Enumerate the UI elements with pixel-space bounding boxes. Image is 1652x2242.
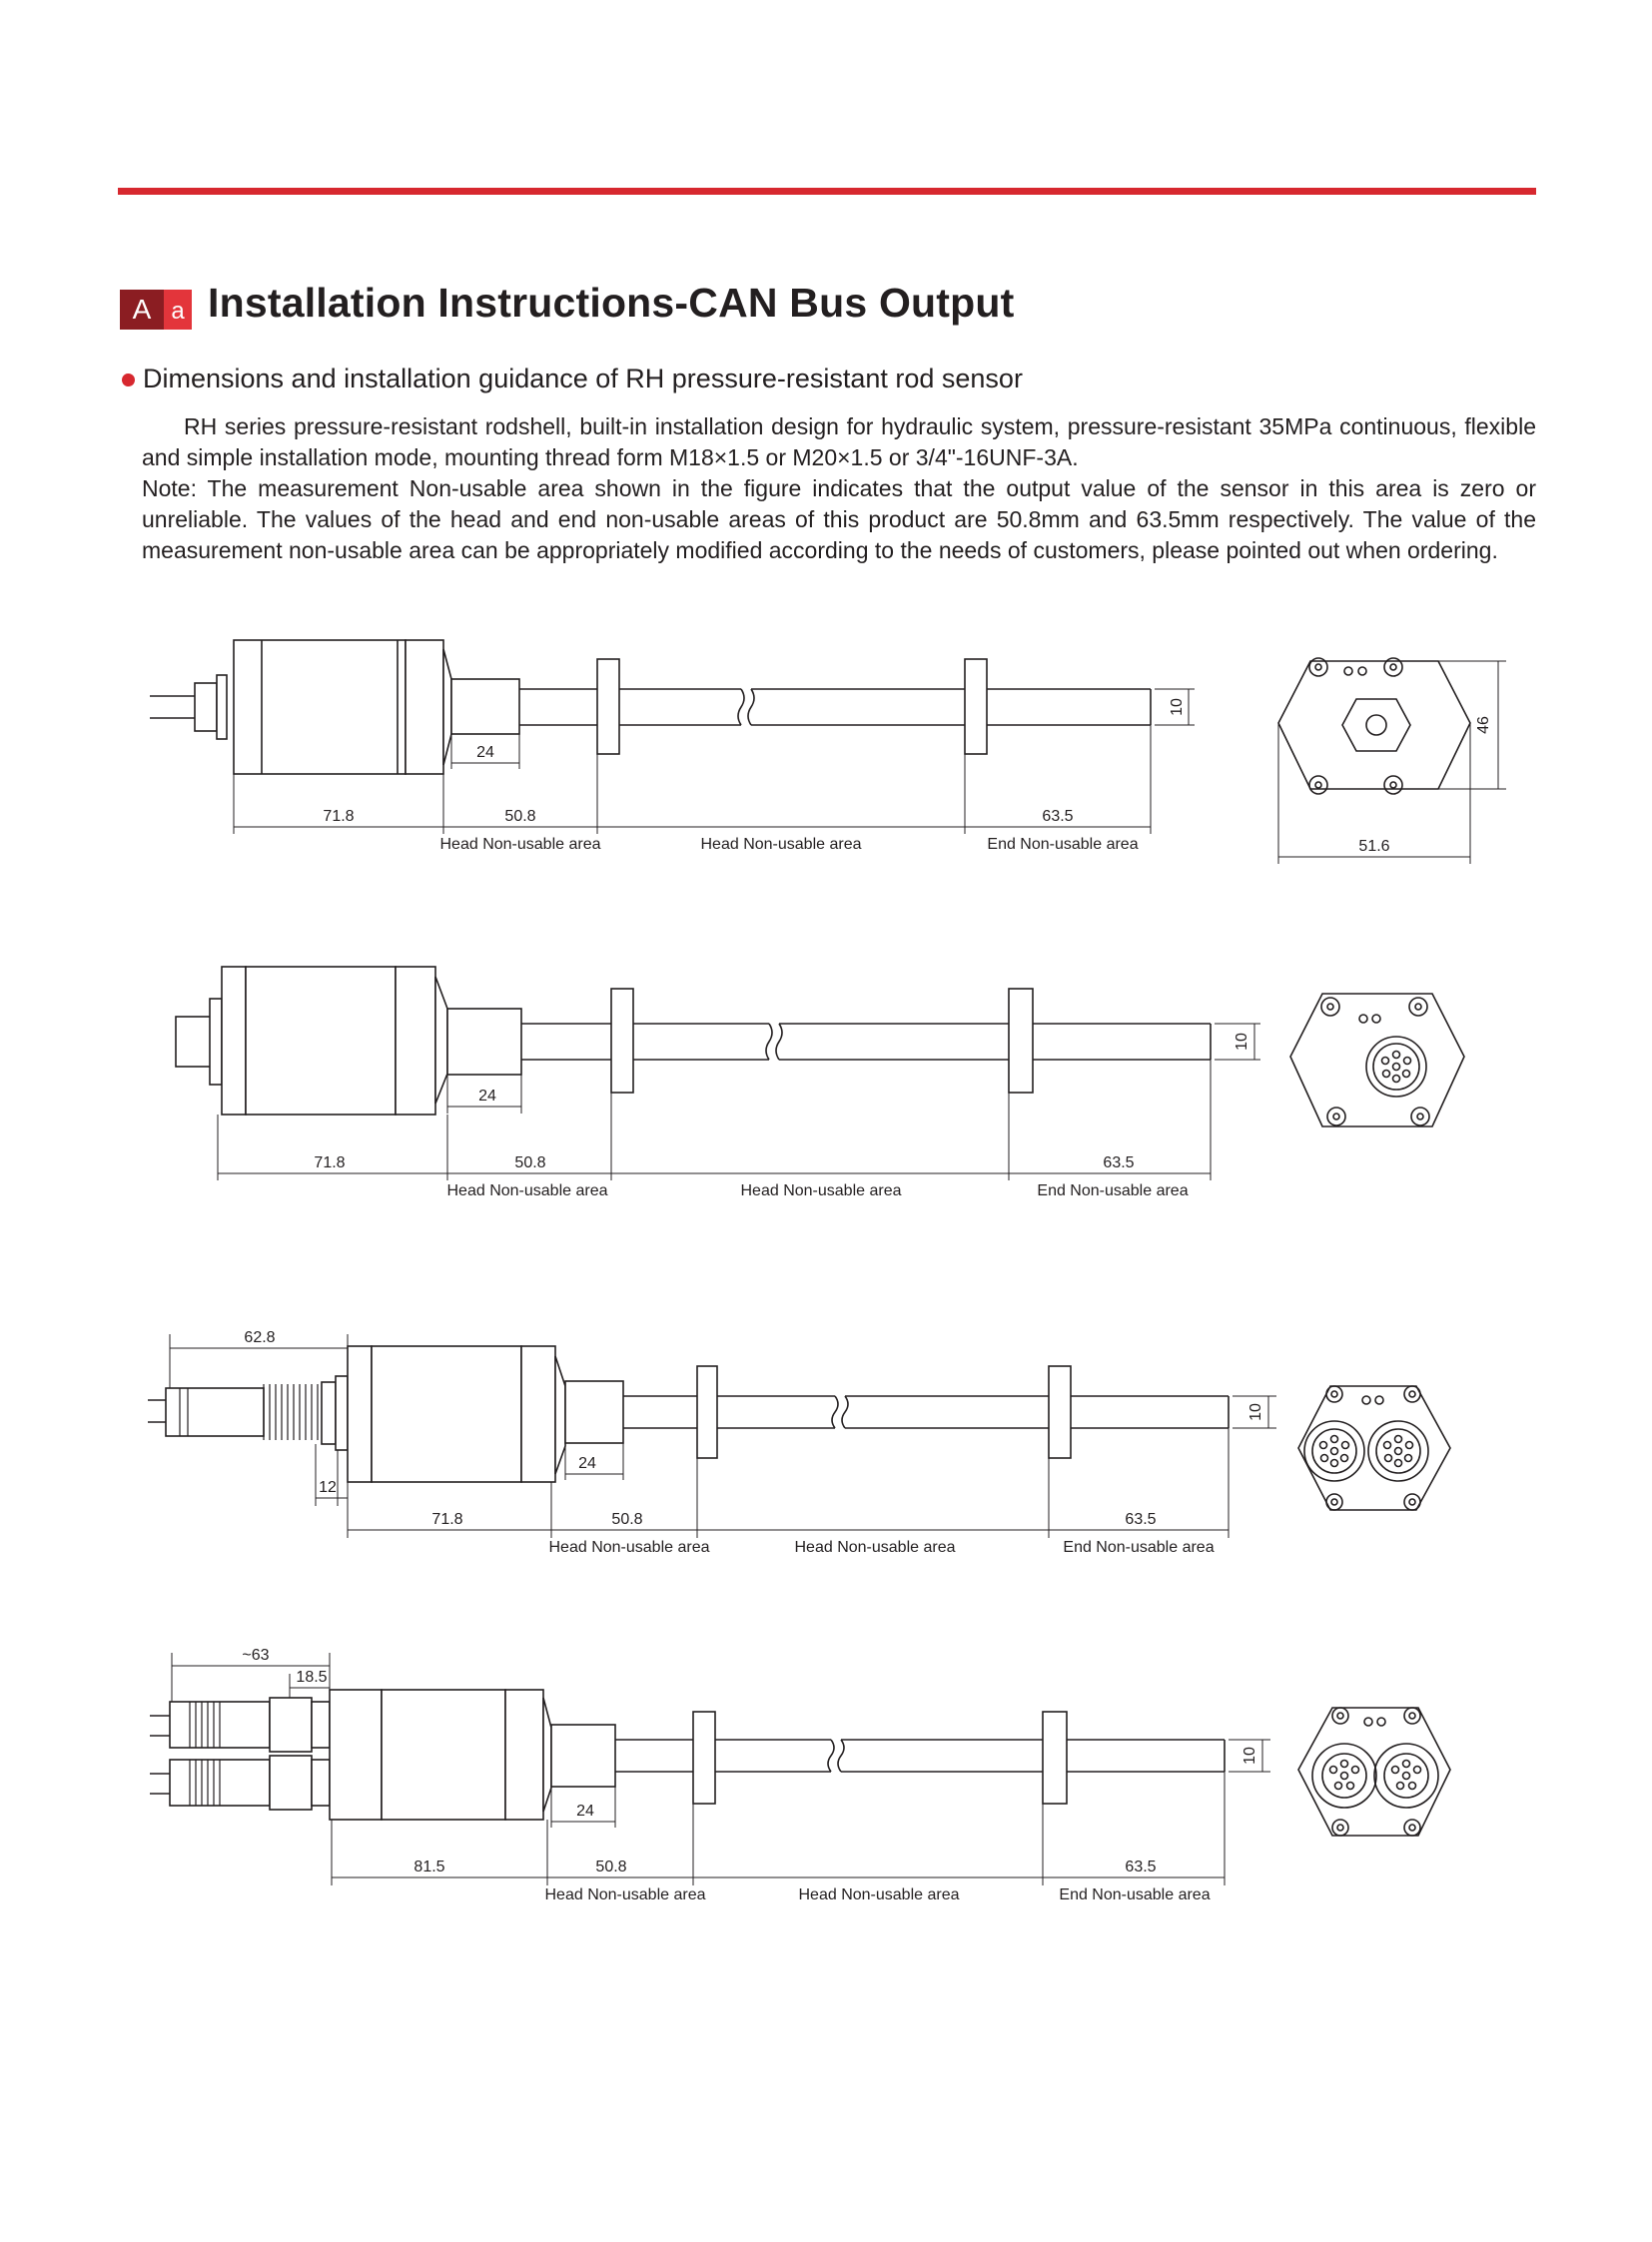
dim-rod: 10 xyxy=(1247,1403,1264,1421)
dim-head: 50.8 xyxy=(595,1859,626,1875)
badge-upper: A xyxy=(120,290,164,330)
dim-body: 71.8 xyxy=(323,808,354,825)
sensor-2-side-view xyxy=(175,966,1212,1116)
dim-rod: 10 xyxy=(1234,1033,1250,1051)
dim-end: 63.5 xyxy=(1042,808,1073,825)
dim-connector: 62.8 xyxy=(244,1329,275,1346)
section-badge: A a xyxy=(120,290,192,330)
dim-head: 50.8 xyxy=(504,808,535,825)
label-head-nonusable-1: Head Non-usable area xyxy=(545,1886,706,1903)
dim-head: 50.8 xyxy=(611,1511,642,1528)
sensor-3-side-view xyxy=(148,1345,1230,1483)
label-head-nonusable-1: Head Non-usable area xyxy=(447,1182,608,1199)
dim-body: 71.8 xyxy=(431,1511,462,1528)
sensor-4-side-view xyxy=(150,1689,1226,1821)
drawing-4: ~63 18.5 10 24 81.5 50.8 63.5 Head Non-u… xyxy=(0,1633,1652,1922)
page-title: Installation Instructions-CAN Bus Output xyxy=(208,280,1015,326)
drawing-2: 10 24 71.8 50.8 63.5 Head Non-usable are… xyxy=(0,954,1652,1213)
dim-neck: 24 xyxy=(478,1088,496,1105)
dim-end: 63.5 xyxy=(1125,1511,1156,1528)
sensor-3-end-view xyxy=(1297,1385,1451,1511)
dim-body: 71.8 xyxy=(314,1154,345,1171)
dim-connector-small: 18.5 xyxy=(296,1669,327,1686)
dim-neck: 24 xyxy=(476,744,494,761)
label-head-nonusable-1: Head Non-usable area xyxy=(440,836,601,853)
sensor-2-end-view xyxy=(1289,993,1465,1127)
sensor-1-side-view xyxy=(150,639,1152,775)
dim-end: 63.5 xyxy=(1103,1154,1134,1171)
dim-rod: 10 xyxy=(1241,1747,1258,1765)
drawing-3: 62.8 12 10 24 71.8 50.8 63.5 Head Non-us… xyxy=(0,1313,1652,1568)
label-end-nonusable: End Non-usable area xyxy=(1063,1539,1214,1556)
dim-neck: 24 xyxy=(576,1803,594,1820)
dim-neck: 24 xyxy=(578,1455,596,1472)
label-head-nonusable-2: Head Non-usable area xyxy=(799,1886,960,1903)
sensor-1-end-view xyxy=(1277,657,1471,795)
label-head-nonusable-1: Head Non-usable area xyxy=(549,1539,710,1556)
section-heading: Dimensions and installation guidance of … xyxy=(143,364,1023,393)
dim-connector: ~63 xyxy=(242,1647,269,1664)
label-head-nonusable-2: Head Non-usable area xyxy=(795,1539,956,1556)
sensor-4-end-view xyxy=(1297,1707,1451,1837)
label-end-nonusable: End Non-usable area xyxy=(1059,1886,1210,1903)
dim-hex-height: 46 xyxy=(1475,716,1492,734)
dim-head: 50.8 xyxy=(514,1154,545,1171)
label-head-nonusable-2: Head Non-usable area xyxy=(701,836,862,853)
drawing-1: 10 24 71.8 50.8 63.5 Head Non-usable are… xyxy=(0,619,1652,889)
note-paragraph: Note: The measurement Non-usable area sh… xyxy=(142,475,1536,563)
label-head-nonusable-2: Head Non-usable area xyxy=(741,1182,902,1199)
dim-connector-small: 12 xyxy=(319,1479,337,1496)
label-end-nonusable: End Non-usable area xyxy=(987,836,1138,853)
top-red-rule xyxy=(118,188,1536,195)
label-end-nonusable: End Non-usable area xyxy=(1037,1182,1188,1199)
intro-paragraph: RH series pressure-resistant rodshell, b… xyxy=(142,413,1536,470)
badge-lower: a xyxy=(164,290,192,330)
bullet-icon xyxy=(122,374,135,386)
dim-rod: 10 xyxy=(1169,698,1186,716)
dim-body: 81.5 xyxy=(413,1859,444,1875)
dim-hex-width: 51.6 xyxy=(1358,838,1389,855)
dim-end: 63.5 xyxy=(1125,1859,1156,1875)
